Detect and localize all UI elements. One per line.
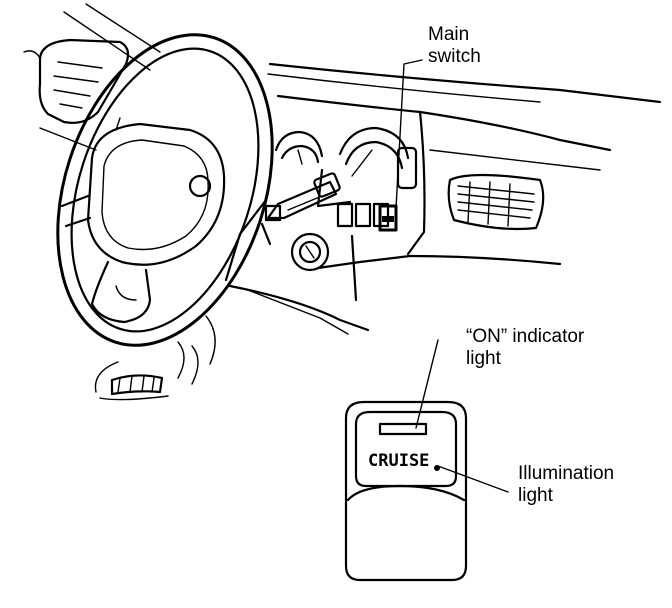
main-switch-leader	[395, 59, 423, 209]
dash-switch-row	[336, 146, 418, 232]
instrument-cluster	[274, 126, 410, 208]
on-indicator-label: “ON” indicator light	[466, 326, 584, 370]
cruise-button-text: CRUISE	[368, 451, 429, 471]
leader-lines	[395, 59, 509, 493]
ignition-switch	[290, 232, 330, 272]
main-switch-icon	[378, 204, 398, 232]
dashboard-outline	[39, 3, 662, 335]
on-indicator-label-line2: light	[466, 348, 501, 369]
cruise-switch-enlarged	[344, 400, 468, 582]
air-vent	[447, 173, 545, 231]
main-switch-label-line1: Main	[428, 24, 470, 45]
illumination-label-line2: light	[518, 485, 553, 506]
main-switch-label-line2: switch	[428, 46, 481, 67]
illumination-label: Illumination light	[518, 463, 614, 507]
rearview-mirror	[23, 38, 130, 124]
cruise-lever	[260, 172, 341, 246]
on-indicator-leader	[415, 339, 439, 429]
lower-vent	[94, 315, 216, 401]
on-indicator-light	[378, 422, 428, 436]
main-switch-indicator	[382, 216, 394, 222]
illumination-leader	[437, 465, 509, 493]
on-indicator-label-line1: “ON” indicator	[466, 326, 585, 347]
steering-wheel	[56, 33, 274, 347]
illumination-light-icon	[434, 465, 440, 471]
illumination-label-line1: Illumination	[518, 463, 615, 484]
main-switch-label: Main switch	[428, 24, 481, 68]
